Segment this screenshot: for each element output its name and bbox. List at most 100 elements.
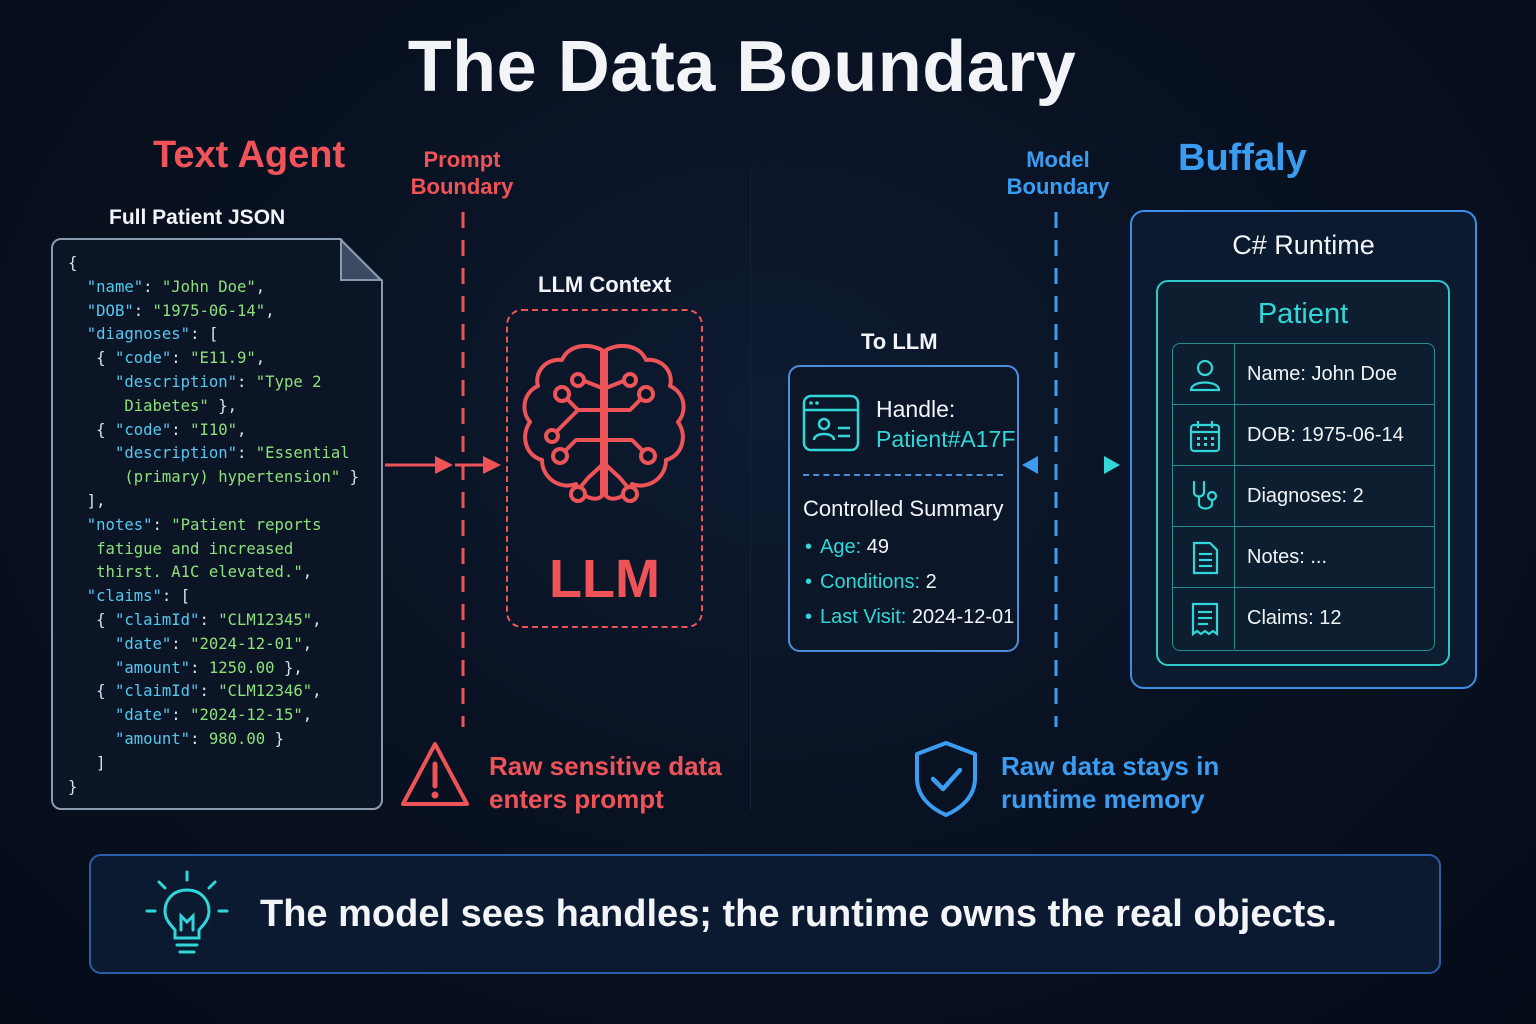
json-token: : [ [190, 325, 219, 344]
json-token: , [255, 349, 266, 368]
llm-context-box [506, 309, 703, 628]
json-token [68, 373, 115, 391]
json-token: 1250.00 [208, 658, 275, 677]
model-boundary-label-line2: Boundary [1006, 174, 1110, 199]
model-boundary-line [1054, 212, 1058, 727]
json-line: ], [68, 490, 378, 514]
json-token: } [340, 468, 360, 487]
json-token: : [143, 277, 162, 296]
card-divider [803, 474, 1003, 476]
json-token: "DOB" [86, 301, 134, 320]
patient-dob-text: DOB: 1975-06-14 [1247, 424, 1404, 446]
json-token: : [171, 706, 191, 725]
json-line: "DOB": "1975-06-14", [68, 300, 378, 324]
summary-item-last-visit: •Last Visit: 2024-12-01 [805, 606, 1015, 628]
json-token: : [237, 444, 256, 463]
warning-text: Raw sensitive data enters prompt [489, 750, 722, 816]
document-icon [1192, 541, 1219, 575]
json-token: : [171, 420, 191, 439]
prompt-boundary-line [461, 212, 465, 727]
arrow-to-llm-icon [385, 456, 501, 474]
warning-text-line1: Raw sensitive data [489, 751, 722, 781]
json-token: "2024-12-15" [190, 706, 303, 725]
json-token: 980.00 [208, 729, 266, 748]
patient-row-notes: Notes: ... [1173, 527, 1434, 588]
json-code: { "name": "John Doe", "DOB": "1975-06-14… [68, 252, 378, 799]
prompt-boundary-label-line1: Prompt [423, 147, 501, 172]
json-token: , [237, 420, 247, 439]
text-agent-heading: Text Agent [153, 134, 346, 176]
json-token: "CLM12346" [218, 682, 313, 701]
stethoscope-icon [1192, 480, 1218, 510]
json-token: , [302, 706, 313, 725]
handle-label: Handle: [876, 396, 956, 422]
json-token: { [68, 349, 115, 368]
json-token [68, 659, 115, 677]
patient-claims-text: Claims: 12 [1247, 607, 1342, 629]
footer-text: The model sees handles; the runtime owns… [260, 893, 1337, 935]
json-token: (primary) hypertension" [68, 468, 341, 487]
json-token: "Essential [255, 444, 350, 463]
json-line: "diagnoses": [ [68, 323, 378, 347]
patient-json-document [51, 238, 383, 810]
buffaly-heading: Buffaly [1178, 137, 1307, 179]
json-token: "CLM12345" [218, 610, 313, 629]
brain-icon [522, 343, 686, 503]
lightbulb-icon [145, 870, 229, 954]
json-line: "date": "2024-12-01", [68, 633, 378, 657]
json-token: }, [274, 658, 303, 677]
page-title: The Data Boundary [407, 27, 1077, 107]
summary-age-value: 49 [866, 536, 889, 558]
json-token: : [199, 610, 219, 629]
safe-text: Raw data stays in runtime memory [1001, 750, 1219, 816]
summary-item-conditions: •Conditions: 2 [805, 571, 937, 593]
json-token: { [68, 682, 115, 701]
json-token: "code" [114, 420, 172, 439]
json-line: ] [68, 752, 378, 776]
json-token: : [152, 515, 172, 534]
prompt-boundary-label-line2: Boundary [410, 174, 514, 199]
json-line: "description": "Type 2 [68, 371, 378, 395]
json-token: "2024-12-01" [190, 634, 303, 653]
json-line: } [68, 776, 378, 800]
json-token: : [ [161, 587, 191, 606]
json-token [68, 516, 87, 534]
footer-callout [89, 854, 1441, 974]
json-token [68, 325, 87, 343]
patient-title: Patient [1257, 298, 1349, 330]
center-divider [750, 170, 751, 810]
json-token: : [190, 729, 209, 748]
page-fold-icon [340, 238, 383, 281]
json-token: { [68, 420, 115, 439]
patient-row-claims: Claims: 12 [1173, 588, 1434, 649]
shield-check-icon [915, 741, 977, 817]
json-token: "date" [114, 634, 172, 653]
json-token: "I10" [190, 420, 238, 439]
json-token: "name" [86, 277, 144, 296]
model-boundary-label-line1: Model [1026, 147, 1090, 172]
json-line: "description": "Essential [68, 442, 378, 466]
summary-conditions-label: Conditions: [820, 571, 921, 593]
json-token: , [265, 301, 275, 320]
summary-age-label: Age: [820, 536, 862, 558]
controlled-summary-title: Controlled Summary [803, 496, 1004, 521]
json-token: "description" [114, 444, 238, 463]
json-token: { [68, 610, 115, 629]
warning-text-line2: enters prompt [489, 784, 664, 814]
json-token: , [255, 277, 266, 296]
json-line: "claims": [ [68, 585, 378, 609]
json-token: "claimId" [114, 610, 200, 629]
json-token [68, 730, 115, 748]
json-line: thirst. A1C elevated.", [68, 561, 378, 585]
json-token: "claims" [86, 587, 162, 606]
json-token: , [312, 610, 322, 629]
json-token: "claimId" [114, 682, 200, 701]
json-line: "amount": 980.00 } [68, 728, 378, 752]
llm-context-label: LLM Context [538, 272, 672, 297]
json-token: "E11.9" [190, 349, 256, 368]
json-line: { [68, 252, 378, 276]
patient-object-box [1156, 280, 1450, 666]
json-line: "name": "John Doe", [68, 276, 378, 300]
json-token: , [302, 634, 313, 653]
json-line: (primary) hypertension" } [68, 466, 378, 490]
